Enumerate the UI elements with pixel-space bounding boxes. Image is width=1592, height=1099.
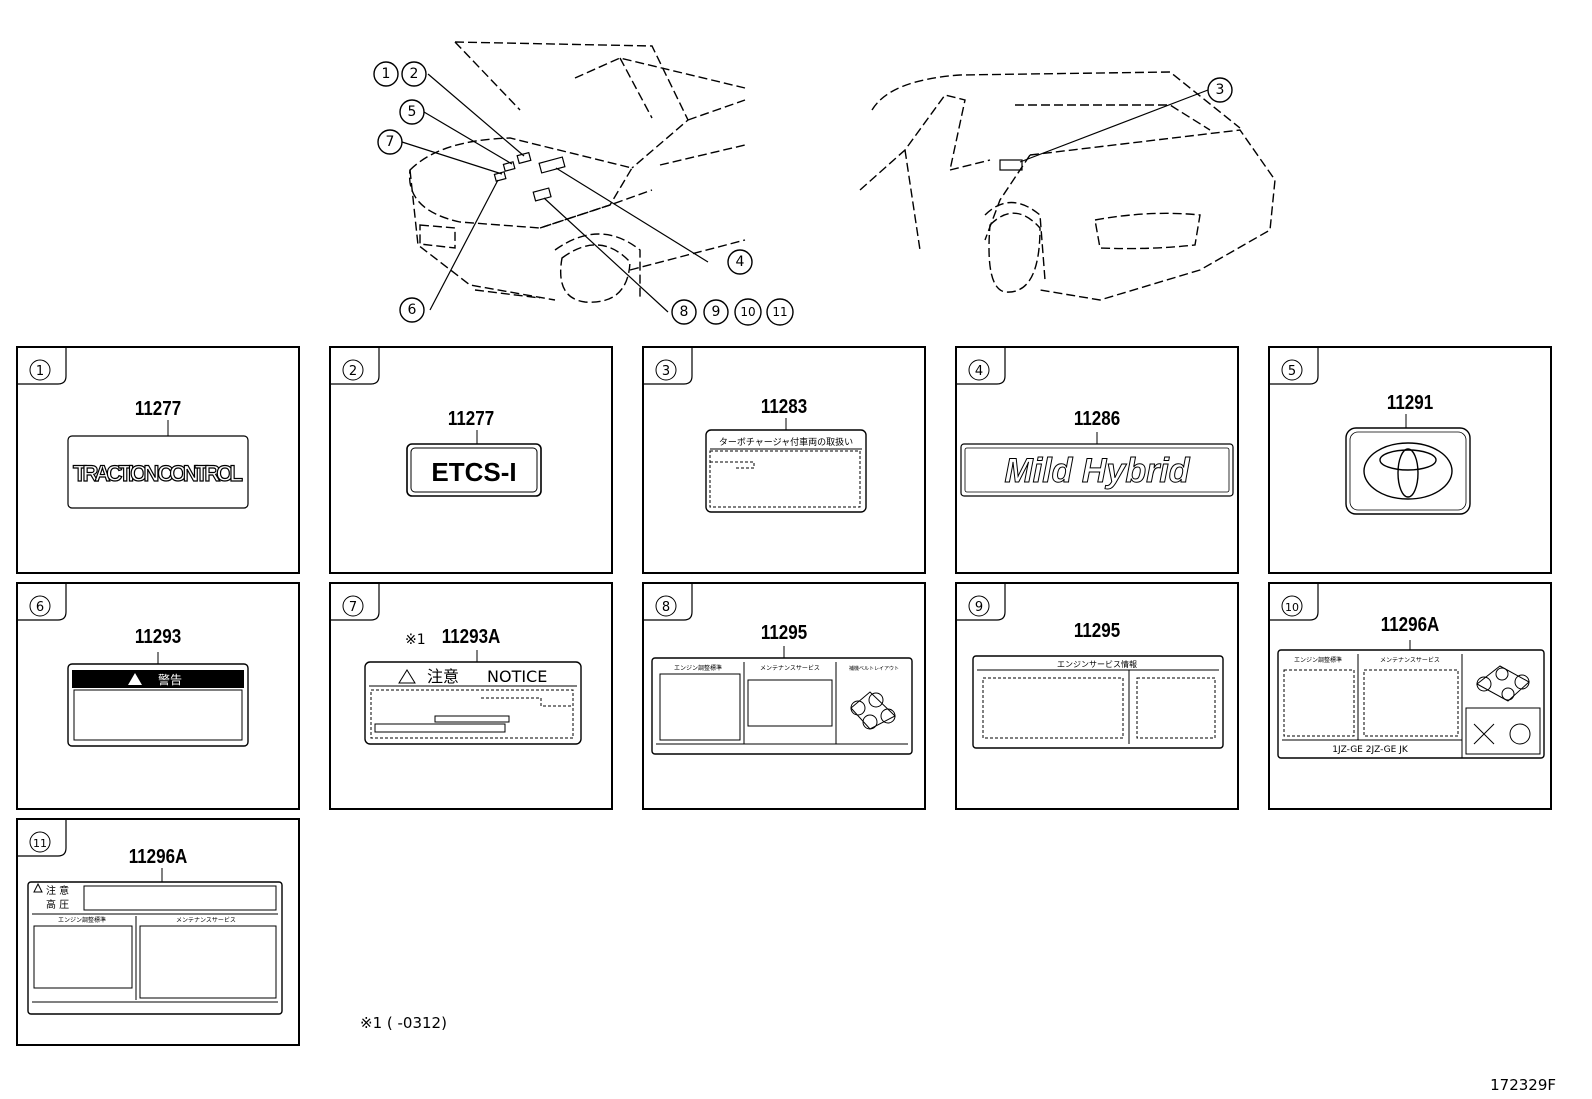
figure-id: 172329F [1490, 1076, 1556, 1094]
toyota-emblem-icon [1363, 442, 1453, 500]
p9-header: エンジンサービス情報 [1057, 659, 1137, 669]
panel-3-drawing: 3 ターボチャージャ付車両の取扱い [644, 348, 867, 513]
footnote-mark: ※1 [405, 632, 426, 648]
mild-hybrid-text: Mild Hybrid [1004, 452, 1190, 490]
callout-2: 2 [410, 66, 419, 82]
panel-6-part-number: 11293 [134, 626, 182, 648]
p10-belt-layout-icon [1476, 665, 1530, 702]
callout-8: 8 [680, 304, 689, 320]
panel-5-part-number: 11291 [1386, 392, 1434, 414]
panel-3-part-number: 11283 [760, 396, 808, 418]
panel-7-part-number: 11293A [441, 626, 501, 648]
panel-11-part-number: 11296A [128, 846, 188, 868]
traction-control-text: TRACTION CONTROL [73, 461, 243, 486]
panel-11-index: 11 [33, 837, 47, 850]
p10-col2-header: メンテナンスサービス [1380, 656, 1440, 664]
panel-10-part-number: 11296A [1380, 614, 1440, 636]
panel-6-index: 6 [36, 600, 44, 615]
panel-10-index: 10 [1285, 601, 1299, 614]
panel-7-index: 7 [349, 600, 357, 615]
p11-warn2: 高 圧 [46, 898, 69, 911]
p11-col2-header: メンテナンスサービス [176, 916, 236, 924]
panel-5-drawing: 5 [1270, 348, 1471, 515]
p11-warn1: 注 意 [46, 884, 69, 897]
panel-8-drawing: 8 エンジン調整標準 メンテナンスサービス 補機ベルトレイアウト [644, 584, 913, 755]
panel-2-index: 2 [349, 364, 357, 379]
callout-6: 6 [408, 302, 417, 318]
panel-1-index: 1 [36, 364, 44, 379]
panel-2-part-number: 11277 [447, 408, 495, 430]
p10-col1-header: エンジン調整標準 [1294, 656, 1342, 664]
belt-layout-icon [850, 691, 896, 730]
panel-11-drawing: 11 注 意 高 圧 エンジン調整標準 メンテナンスサービス [18, 820, 283, 1015]
panel-7-drawing: 7 ※1 注意 NOTICE [331, 584, 582, 745]
callout-5: 5 [408, 104, 417, 120]
warning-triangle-icon [128, 673, 142, 685]
gauge-icon [1509, 723, 1531, 745]
panel-4-drawing: 4 Mild Hybrid [957, 348, 1234, 497]
panel-label-8: 8 エンジン調整標準 メンテナンスサービス 補機ベルトレイアウト 11295 [642, 582, 926, 810]
panel-1-drawing: 1 TRACTION CONTROL [18, 348, 249, 509]
callout-4: 4 [736, 254, 745, 270]
no-fire-icon [1473, 723, 1495, 745]
notice-en-text: NOTICE [487, 667, 547, 686]
panel-4-part-number: 11286 [1073, 408, 1121, 430]
p11-col1-header: エンジン調整標準 [58, 916, 106, 924]
etcs-i-text: ETCS-I [431, 457, 516, 487]
callout-11: 11 [772, 305, 787, 319]
callout-1: 1 [382, 66, 391, 82]
panel-2-drawing: 2 ETCS-I [331, 348, 542, 497]
warning-text: 警告 [158, 672, 182, 687]
turbo-notice-text: ターボチャージャ付車両の取扱い [719, 436, 853, 448]
panel-5-index: 5 [1288, 364, 1296, 379]
panel-9-part-number: 11295 [1073, 620, 1121, 642]
callout-10: 10 [740, 305, 755, 319]
panel-10-drawing: 10 エンジン調整標準 メンテナンスサービス 1JZ-GE 2JZ-GE JK [1270, 584, 1545, 759]
callout-3: 3 [1216, 82, 1225, 98]
panel-label-2: 2 ETCS-I 11277 [329, 346, 613, 574]
p11-warning-icon [33, 882, 43, 893]
panel-1-part-number: 11277 [134, 398, 182, 420]
panel-9-drawing: 9 エンジンサービス情報 [957, 584, 1224, 749]
panel-label-6: 6 警告 11293 [16, 582, 300, 810]
notice-jp-text: 注意 [427, 667, 459, 686]
panel-6-drawing: 6 警告 [18, 584, 249, 747]
panel-label-7: 7 ※1 注意 NOTICE 11293A [329, 582, 613, 810]
panel-9-index: 9 [975, 600, 983, 615]
panel-4-index: 4 [975, 364, 983, 379]
panel-label-9: 9 エンジンサービス情報 11295 [955, 582, 1239, 810]
panel-8-part-number: 11295 [760, 622, 808, 644]
callout-9: 9 [712, 304, 721, 320]
vehicle-overview-drawing: 1 2 5 7 6 4 8 9 10 11 3 [373, 41, 1276, 326]
p10-footer: 1JZ-GE 2JZ-GE JK [1332, 745, 1409, 755]
panel-label-5: 5 11291 [1268, 346, 1552, 574]
p8-col2-header: メンテナンスサービス [760, 664, 820, 672]
panel-label-3: 3 ターボチャージャ付車両の取扱い 11283 [642, 346, 926, 574]
footnote: ※1 ( -0312) [360, 1014, 447, 1032]
p8-col1-header: エンジン調整標準 [674, 664, 722, 672]
panel-3-index: 3 [662, 364, 670, 379]
notice-triangle-icon [398, 669, 416, 684]
panel-label-10: 10 エンジン調整標準 メンテナンスサービス 1JZ-GE 2JZ-GE JK … [1268, 582, 1552, 810]
panel-8-index: 8 [662, 600, 670, 615]
p8-col3-header: 補機ベルトレイアウト [849, 665, 899, 672]
callout-7: 7 [386, 134, 395, 150]
panel-label-11: 11 注 意 高 圧 エンジン調整標準 メンテナンスサービス 11296A [16, 818, 300, 1046]
panel-label-1: 1 TRACTION CONTROL 11277 [16, 346, 300, 574]
panel-label-4: 4 Mild Hybrid 11286 [955, 346, 1239, 574]
